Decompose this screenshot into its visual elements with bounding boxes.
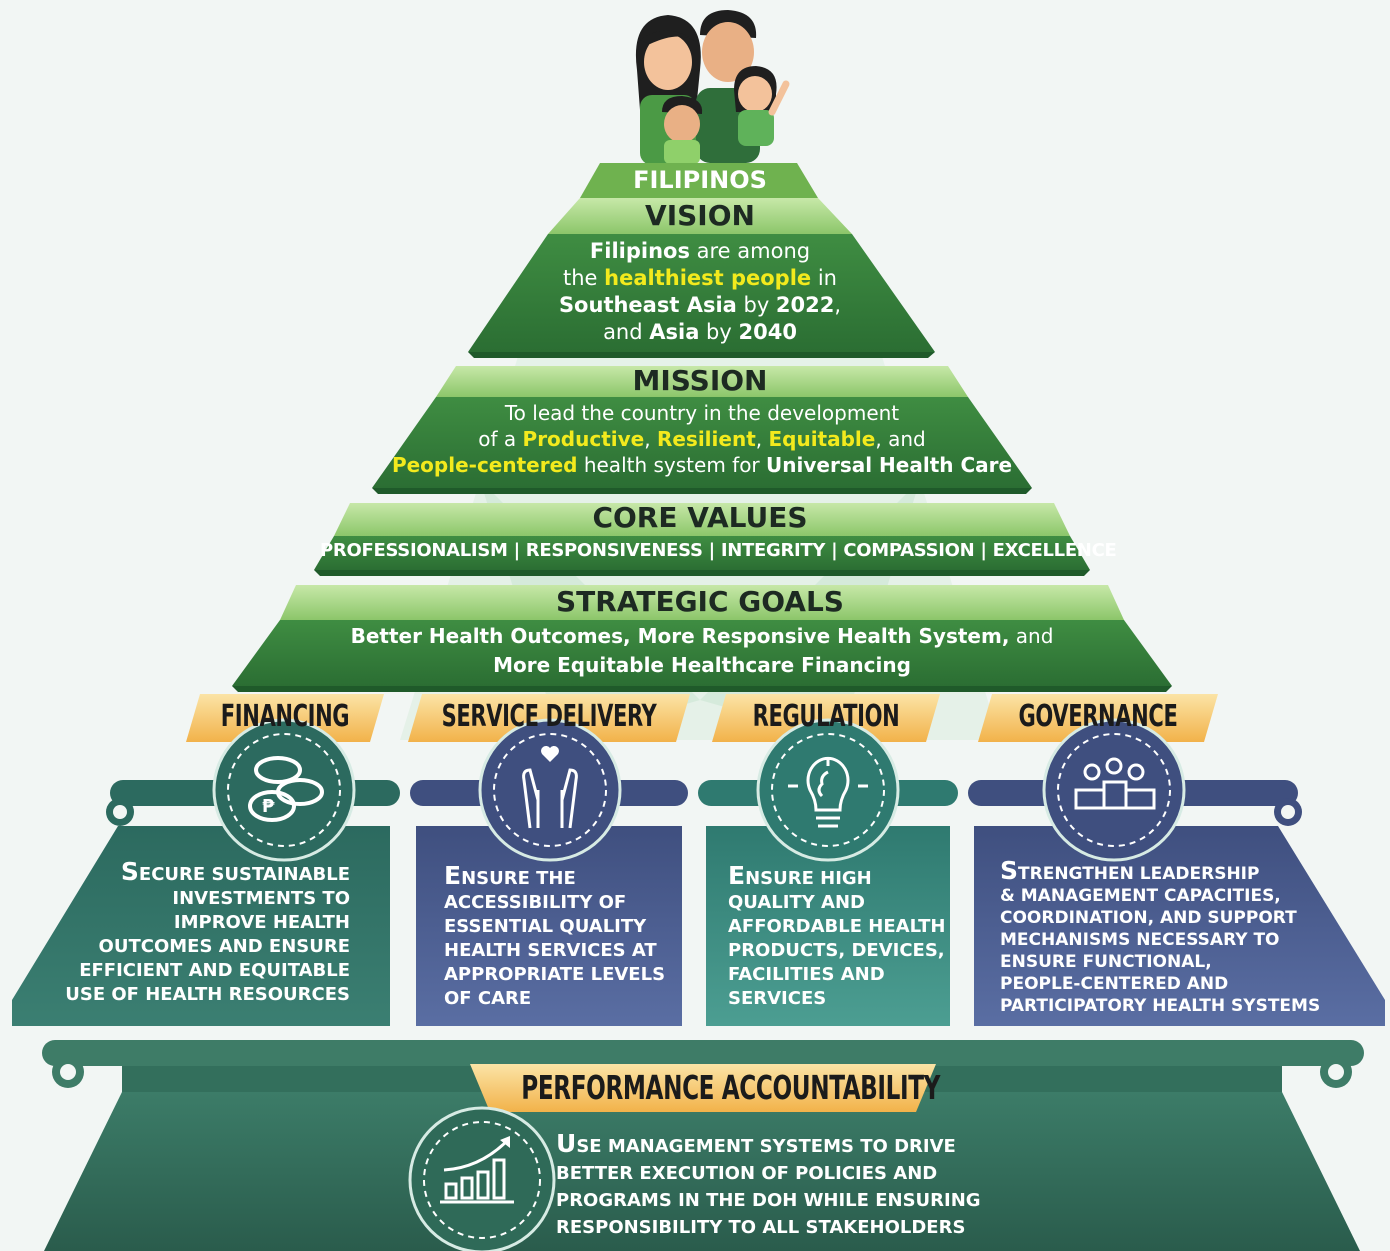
base-scroll [42,1040,1364,1066]
service-delivery-title: SERVICE DELIVERY [441,699,657,734]
mission-body [372,397,1032,488]
podium-people-icon [1074,757,1156,810]
strategic-goals-body [232,620,1172,686]
performance-description: USE MANAGEMENT SYSTEMS TO DRIVE BETTER E… [556,1129,981,1238]
regulation-title: REGULATION [752,699,900,734]
pillar-icon-circles [212,718,1186,862]
filipinos-label: FILIPINOS [633,166,767,194]
pillar-ribbons [186,694,1218,742]
strategic-goals-statement: Better Health Outcomes, More Responsive … [350,624,1054,677]
governance-description: STRENGTHEN LEADERSHIP & MANAGEMENT CAPAC… [1000,856,1321,1016]
core-values-body [314,536,1090,570]
regulation-description: ENSURE HIGH QUALITY AND AFFORDABLE HEALT… [728,861,946,1009]
service-delivery-description: ENSURE THE ACCESSIBILITY OF ESSENTIAL QU… [444,861,666,1009]
strategic-goals-header-band [280,585,1124,620]
coins-icon: ₱ [248,756,324,822]
performance-ribbon [470,1064,936,1112]
strategic-goals-title: STRATEGIC GOALS [556,585,844,618]
filipinos-cap [580,163,818,198]
svg-text:₱: ₱ [262,796,275,817]
core-values-header-band [334,503,1070,536]
mission-statement: To lead the country in the development o… [391,401,1013,477]
vision-header-band [548,198,852,234]
vision-body [468,234,935,352]
vision-statement: Filipinos are among the healthiest peopl… [558,239,842,344]
performance-base [44,1092,1360,1251]
mission-header-band [436,366,968,397]
core-values-list: PROFESSIONALISM | RESPONSIVENESS | INTEG… [320,540,1117,561]
vision-title: VISION [645,199,755,232]
financing-pillar [12,826,390,1026]
growth-chart-icon [440,1136,514,1204]
governance-title: GOVERNANCE [1018,699,1178,734]
governance-pillar [974,826,1385,1026]
mission-title: MISSION [632,364,768,397]
family-illustration [635,10,790,165]
caring-hands-icon [522,746,578,829]
financing-title: FINANCING [220,699,350,734]
core-values-title: CORE VALUES [592,501,808,534]
lightbulb-brain-icon [788,756,868,828]
financing-description: SECURE SUSTAINABLE INVESTMENTS TO IMPROV… [65,857,350,1005]
performance-title: PERFORMANCE ACCOUNTABILITY [521,1068,940,1107]
